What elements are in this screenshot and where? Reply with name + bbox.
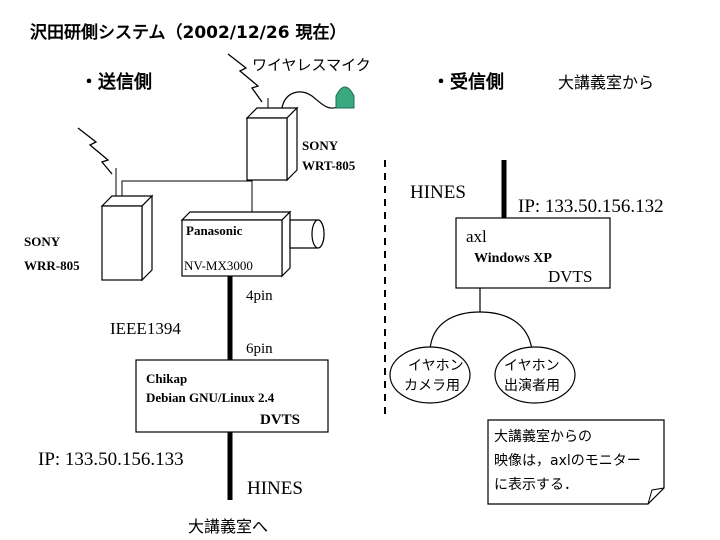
receiver-model: WRR-805 <box>24 258 80 273</box>
wireless-mic-label: ワイヤレスマイク <box>252 56 371 74</box>
earphone-camera-icon <box>389 346 471 404</box>
note-box <box>487 419 665 505</box>
note-line-2: 映像は，axlのモニター <box>494 453 641 469</box>
send-destination-label: 大講義室へ <box>188 517 268 536</box>
camera-model: NV-MX3000 <box>184 258 253 273</box>
note-line-3: に表示する． <box>494 477 578 493</box>
camera-brand: Panasonic <box>186 223 243 238</box>
pc-axl-app: DVTS <box>548 267 592 286</box>
receiver-box <box>101 205 143 281</box>
note-fold <box>647 487 665 505</box>
earphone-speaker-line1: イヤホン <box>504 358 560 374</box>
earphone-speaker-line2: 出演者用 <box>504 378 560 394</box>
earphone-cable-left <box>429 311 481 351</box>
pc-chikap-app: DVTS <box>260 412 300 428</box>
earphone-camera-line1: イヤホン <box>408 358 464 374</box>
diagram-title: 沢田研側システム（2002/12/26 現在） <box>30 22 346 43</box>
signal-lightning-icon <box>227 53 263 103</box>
ieee1394-label: IEEE1394 <box>110 319 181 338</box>
send-network-label: HINES <box>247 478 303 499</box>
note-line-1: 大講義室からの <box>494 428 592 445</box>
recv-ip-label: IP: 133.50.156.132 <box>518 196 664 217</box>
cable-6pin-label: 6pin <box>246 341 273 357</box>
transmitter-brand: SONY <box>302 138 339 153</box>
transmitter-box <box>246 117 288 181</box>
pc-chikap-name: Chikap <box>146 371 187 386</box>
camera-body-top <box>180 211 292 221</box>
signal-lightning-icon <box>77 127 113 175</box>
mic-cable <box>281 91 341 109</box>
pc-axl-box <box>455 217 611 289</box>
microphone-icon <box>335 86 355 109</box>
camera-body-side <box>281 210 291 278</box>
transmitter-box-side <box>286 106 298 182</box>
pc-chikap-os: Debian GNU/Linux 2.4 <box>146 390 275 405</box>
send-ip-label: IP: 133.50.156.133 <box>38 449 184 470</box>
recv-network-label: HINES <box>410 182 466 203</box>
earphone-camera-line2: カメラ用 <box>404 378 460 394</box>
earphone-speaker-icon <box>494 346 576 404</box>
recv-source-label: 大講義室から <box>558 73 654 92</box>
transmitter-model: WRT-805 <box>302 158 356 173</box>
camera-lens-front <box>311 219 325 249</box>
receiver-box-side <box>141 194 153 282</box>
earphone-cable-right <box>479 311 533 351</box>
pc-axl-os: Windows XP <box>474 251 552 266</box>
receiver-brand: SONY <box>24 234 61 249</box>
pc-axl-name: axl <box>466 227 487 246</box>
recv-side-heading: ・受信側 <box>432 71 504 93</box>
cable-4pin-label: 4pin <box>246 288 273 304</box>
send-side-heading: ・送信側 <box>80 71 152 93</box>
